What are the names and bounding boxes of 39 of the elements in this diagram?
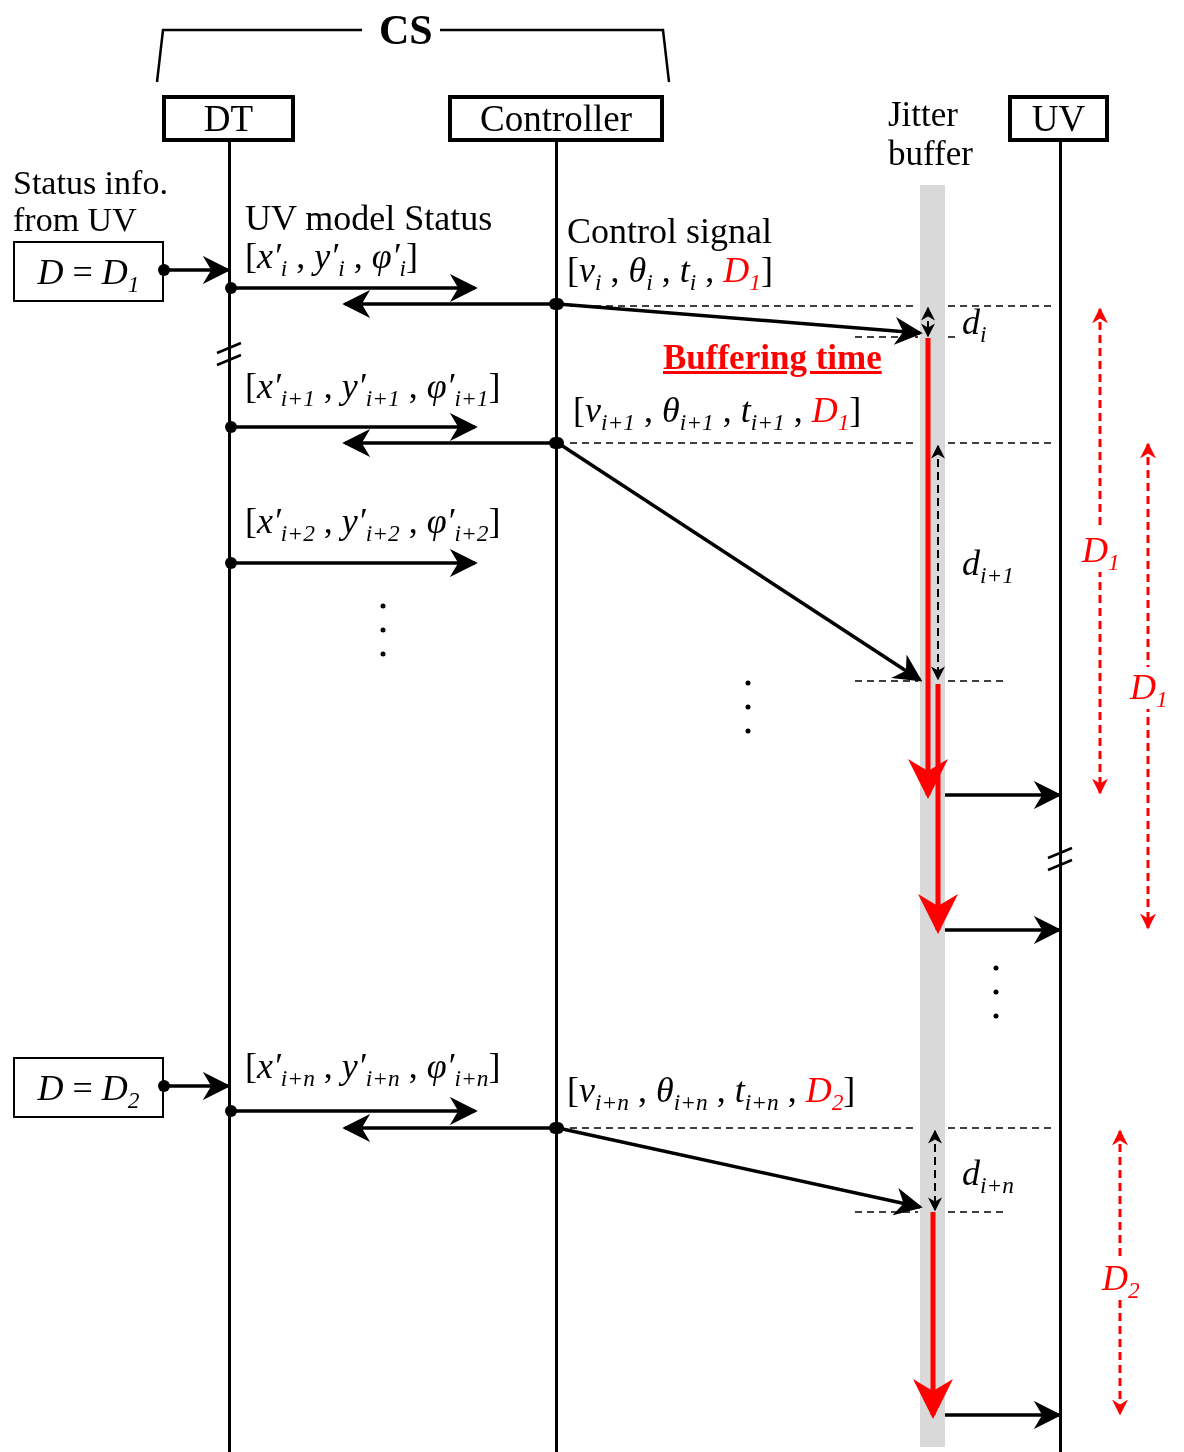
message-title: Control signal bbox=[567, 213, 772, 251]
lifeline-header-box bbox=[1008, 95, 1109, 142]
message-arrow bbox=[158, 1072, 231, 1100]
lifeline-name: UV bbox=[1031, 100, 1086, 137]
buffering-time-label: Buffering time bbox=[663, 340, 882, 377]
lifeline bbox=[1059, 142, 1062, 1452]
lifeline bbox=[555, 142, 558, 1452]
message-arrow bbox=[158, 256, 231, 284]
status-label: [x′$_{i+2}$ , y′$_{i+2}$ , φ′$_{i+2}$] bbox=[245, 503, 501, 541]
message-title: UV model Status bbox=[245, 200, 493, 238]
buffer-label: Jitter buffer bbox=[888, 95, 974, 174]
delay-bound-label: D$_{1}$ bbox=[1082, 530, 1120, 572]
lifeline-header-box bbox=[162, 95, 295, 142]
delay-label: d$_{i+1}$ bbox=[962, 545, 1014, 583]
control-signal-label: [v$_{i+n}$ , θ$_{i+n}$ , t$_{i+n}$ , D$_{2}$] bbox=[567, 1072, 856, 1110]
lifeline-header-box bbox=[448, 95, 664, 142]
control-signal-label: [v$_{i}$ , θ$_{i}$ , t$_{i}$ , D$_{1}$] bbox=[567, 252, 773, 290]
lifeline-name: Controller bbox=[479, 100, 633, 137]
value-box bbox=[13, 1057, 164, 1118]
lifeline bbox=[228, 142, 231, 1452]
delay-bound-label: D$_{1}$ bbox=[1130, 667, 1168, 709]
message-arrow bbox=[225, 274, 478, 302]
source-note: Status info. from UV bbox=[13, 165, 169, 239]
status-label: [x′$_{i}$ , y′$_{i}$ , φ′$_{i}$] bbox=[245, 238, 418, 276]
message-arrow bbox=[945, 916, 1062, 944]
message-arrow bbox=[225, 549, 478, 577]
delay-label: d$_{i}$ bbox=[962, 304, 987, 342]
lifeline-name: DT bbox=[203, 100, 254, 137]
message-arrow bbox=[945, 1401, 1062, 1429]
delay-value: D = D$_{1}$ bbox=[37, 253, 140, 290]
delay-bound-label: D$_{2}$ bbox=[1102, 1258, 1140, 1300]
status-label: [x′$_{i+n}$ , y′$_{i+n}$ , φ′$_{i+n}$] bbox=[245, 1048, 501, 1086]
message-arrow bbox=[225, 413, 478, 441]
message-arrow bbox=[945, 781, 1062, 809]
control-signal-label: [v$_{i+1}$ , θ$_{i+1}$ , t$_{i+1}$ , D$_{1}$] bbox=[573, 392, 862, 430]
message-arrow bbox=[225, 1097, 478, 1125]
delay-label: d$_{i+n}$ bbox=[962, 1155, 1014, 1193]
status-label: [x′$_{i+1}$ , y′$_{i+1}$ , φ′$_{i+1}$] bbox=[245, 368, 501, 406]
delay-value: D = D$_{2}$ bbox=[37, 1069, 140, 1106]
